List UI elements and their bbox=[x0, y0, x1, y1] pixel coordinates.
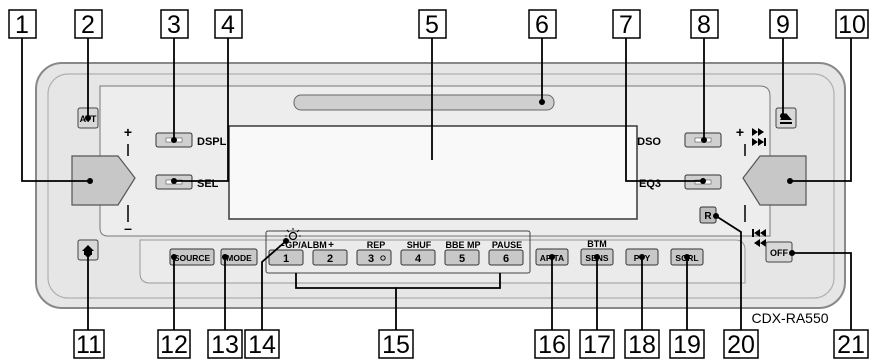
svg-text:5: 5 bbox=[425, 11, 439, 39]
svg-text:16: 16 bbox=[538, 331, 566, 359]
off-button[interactable]: OFF bbox=[765, 241, 793, 263]
display-window bbox=[228, 125, 638, 220]
seek-forward-icon bbox=[752, 128, 766, 146]
callout-13: 13 bbox=[207, 329, 243, 359]
svg-text:14: 14 bbox=[248, 331, 276, 359]
svg-text:17: 17 bbox=[583, 331, 611, 359]
callout-10: 10 bbox=[835, 9, 869, 39]
preset-button-3[interactable]: 3 bbox=[356, 249, 392, 266]
svg-text:11: 11 bbox=[76, 331, 102, 359]
callout-15: 15 bbox=[378, 329, 414, 359]
dial-plus-mark: + bbox=[124, 124, 132, 140]
svg-text:6: 6 bbox=[503, 253, 509, 265]
dspl-button[interactable]: DSPL bbox=[155, 132, 227, 148]
preset-shuf-label: SHUF bbox=[407, 240, 432, 250]
callout-8: 8 bbox=[690, 9, 719, 39]
svg-text:1: 1 bbox=[283, 253, 289, 265]
svg-text:19: 19 bbox=[673, 331, 701, 359]
callout-6: 6 bbox=[528, 9, 557, 39]
svg-text:SEL: SEL bbox=[197, 178, 219, 190]
dial-minus-mark: – bbox=[124, 220, 132, 236]
callout-16: 16 bbox=[534, 329, 570, 359]
left-volume-dial[interactable]: + – bbox=[71, 124, 136, 236]
dial-plus-mark-right: + bbox=[736, 124, 744, 140]
light-sensor-icon bbox=[285, 228, 301, 241]
svg-text:20: 20 bbox=[727, 331, 755, 359]
release-icon bbox=[82, 245, 94, 251]
svg-text:18: 18 bbox=[628, 331, 656, 359]
eject-button[interactable] bbox=[775, 107, 797, 129]
svg-text:13: 13 bbox=[211, 331, 239, 359]
svg-text:R: R bbox=[704, 211, 712, 222]
preset-bbe-mp-label: BBE MP bbox=[445, 240, 480, 250]
callout-7: 7 bbox=[612, 9, 641, 39]
svg-text:8: 8 bbox=[697, 11, 711, 39]
faceplate bbox=[35, 62, 846, 309]
right-seek-dial[interactable]: + bbox=[736, 124, 807, 247]
callout-17: 17 bbox=[579, 329, 615, 359]
leader-dots bbox=[85, 99, 795, 260]
preset-button-4[interactable]: 4 bbox=[400, 249, 436, 266]
svg-text:5: 5 bbox=[459, 253, 465, 265]
svg-text:2: 2 bbox=[327, 253, 333, 265]
preset-plus-label: + bbox=[328, 240, 334, 251]
svg-text:DSO: DSO bbox=[637, 136, 661, 148]
svg-text:21: 21 bbox=[837, 331, 865, 359]
callout-1: 1 bbox=[8, 9, 37, 39]
svg-text:10: 10 bbox=[838, 11, 866, 39]
callout-19: 19 bbox=[669, 329, 705, 359]
svg-text:SOURCE: SOURCE bbox=[174, 253, 211, 263]
preset-gp-albm-label: GP/ALBM bbox=[285, 240, 327, 250]
callout-4: 4 bbox=[214, 9, 243, 39]
svg-text:3: 3 bbox=[368, 253, 374, 265]
callout-21: 21 bbox=[833, 329, 869, 359]
preset-pause-label: PAUSE bbox=[492, 240, 522, 250]
svg-text:4: 4 bbox=[221, 11, 235, 39]
svg-text:7: 7 bbox=[619, 11, 633, 39]
svg-text:OFF: OFF bbox=[770, 248, 788, 258]
callout-12: 12 bbox=[157, 329, 191, 359]
callout-11: 11 bbox=[73, 329, 105, 359]
preset-button-2[interactable]: 2 bbox=[312, 249, 348, 266]
cd-slot bbox=[293, 94, 555, 111]
svg-text:15: 15 bbox=[382, 331, 410, 359]
preset-button-5[interactable]: 5 bbox=[444, 249, 480, 266]
svg-text:EQ3: EQ3 bbox=[639, 178, 661, 190]
callout-18: 18 bbox=[624, 329, 660, 359]
callout-9: 9 bbox=[769, 9, 798, 39]
leader-lines bbox=[21, 38, 852, 330]
svg-text:12: 12 bbox=[160, 331, 188, 359]
indicator-icon bbox=[380, 255, 386, 261]
svg-text:MODE: MODE bbox=[226, 253, 252, 263]
svg-text:9: 9 bbox=[776, 11, 790, 39]
callout-3: 3 bbox=[160, 9, 189, 39]
source-button[interactable]: SOURCE bbox=[169, 248, 215, 266]
callout-2: 2 bbox=[74, 9, 103, 39]
mode-button[interactable]: MODE bbox=[220, 248, 258, 266]
preset-button-6[interactable]: 6 bbox=[488, 249, 524, 266]
svg-text:1: 1 bbox=[15, 11, 29, 39]
callout-20: 20 bbox=[723, 329, 759, 359]
svg-text:DSPL: DSPL bbox=[197, 136, 227, 148]
preset-button-1[interactable]: 1 bbox=[268, 249, 304, 266]
callout-5: 5 bbox=[418, 9, 447, 39]
svg-text:4: 4 bbox=[415, 253, 422, 265]
preset-rep-label: REP bbox=[367, 240, 386, 250]
svg-text:3: 3 bbox=[167, 11, 181, 39]
sel-button[interactable]: SEL bbox=[155, 174, 219, 190]
btm-label: BTM bbox=[587, 239, 607, 249]
seek-backward-icon bbox=[752, 229, 766, 247]
svg-text:6: 6 bbox=[535, 11, 549, 39]
svg-text:2: 2 bbox=[81, 11, 95, 39]
model-label: CDX-RA550 bbox=[751, 310, 828, 326]
callout-14: 14 bbox=[244, 329, 280, 359]
